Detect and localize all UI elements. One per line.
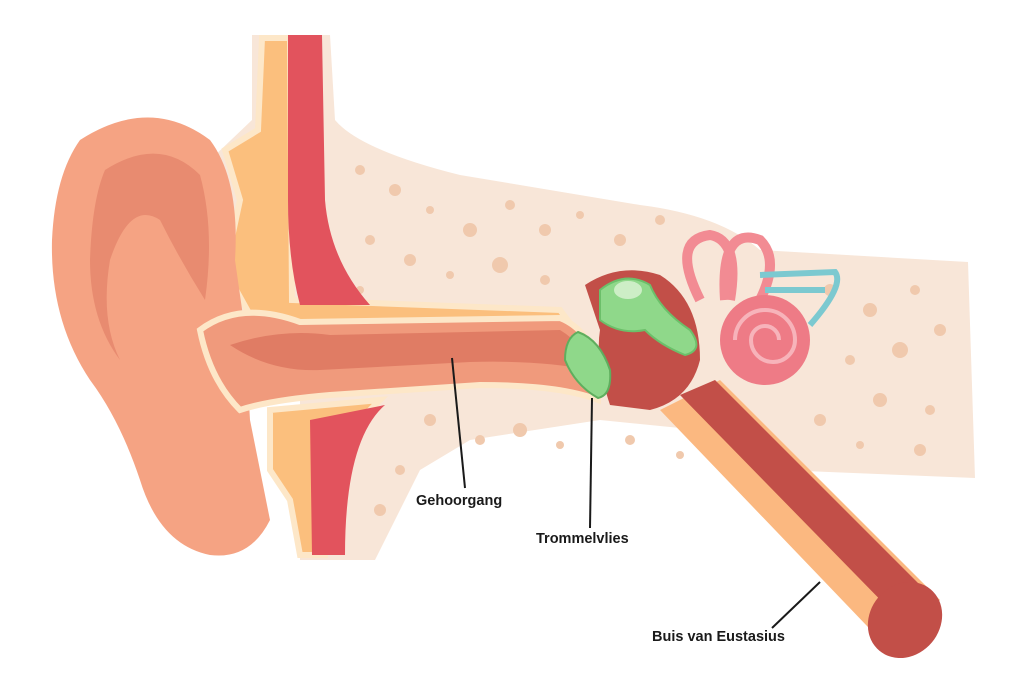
lower-muscle	[310, 405, 385, 555]
ear-canal-inner	[230, 330, 590, 371]
ossicle-highlight	[614, 281, 642, 299]
eustachian-tube-inner	[680, 380, 925, 620]
leader-lines	[451, 357, 821, 629]
label-eustachian-tube: Buis van Eustasius	[652, 629, 785, 645]
label-eardrum: Trommelvlies	[536, 531, 629, 547]
auditory-nerve	[759, 268, 841, 327]
pinna-fold	[90, 153, 209, 360]
bone-pores	[355, 165, 946, 516]
tube-opening	[867, 581, 943, 659]
label-ear-canal: Gehoorgang	[416, 493, 503, 509]
eardrum	[563, 330, 612, 400]
cochlea-spiral	[733, 308, 798, 364]
upper-muscle	[288, 35, 370, 305]
